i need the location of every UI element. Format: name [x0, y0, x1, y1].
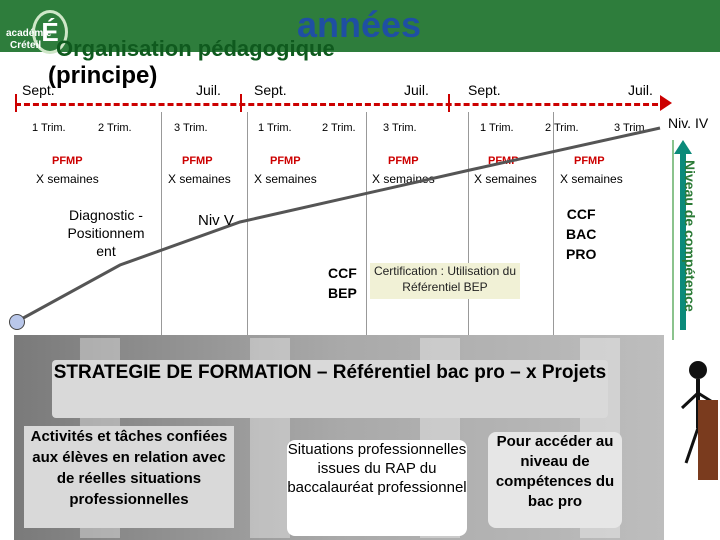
- trimester-label: 3 Trim.: [174, 122, 208, 134]
- niveau-v-label: Niv V: [198, 212, 234, 229]
- divider-line: [366, 112, 367, 342]
- divider-line: [247, 112, 248, 342]
- ccf-bep-line: BEP: [328, 285, 357, 301]
- header-banner: [0, 0, 720, 52]
- title-principe: (principe): [48, 62, 158, 89]
- timeline-arrowhead: [660, 95, 672, 111]
- pfmp-label: PFMP: [574, 155, 605, 167]
- trimester-label: 2 Trim.: [322, 122, 356, 134]
- weeks-label: X semaines: [36, 172, 99, 186]
- month-sept-2: Sept.: [254, 82, 287, 98]
- ccf-bac-line: PRO: [566, 246, 597, 262]
- month-juil-3: Juil.: [628, 82, 653, 98]
- title-main: années: [297, 4, 422, 45]
- timeline-tick: [448, 94, 450, 112]
- start-point: [9, 314, 25, 330]
- timeline-dashed-line: [15, 103, 667, 106]
- ccf-bep-line: CCF: [328, 265, 357, 281]
- niveau-iv-label: Niv. IV: [668, 115, 709, 131]
- ccf-bac-line: CCF: [566, 206, 596, 222]
- strategy-title: STRATEGIE DE FORMATION – Référentiel bac…: [52, 360, 608, 418]
- situations-box: Situations professionnelles issues du RA…: [287, 440, 467, 536]
- trimester-label: 2 Trim.: [98, 122, 132, 134]
- timeline-tick: [240, 94, 242, 112]
- ccf-bac-pro-label: CCF BAC PRO: [566, 204, 596, 264]
- timeline-tick: [15, 94, 17, 112]
- competence-arrow: [680, 150, 686, 330]
- logo-line1: académie: [6, 28, 52, 39]
- divider-line: [468, 112, 469, 342]
- academie-logo: É académie Créteil: [6, 4, 70, 54]
- trimester-label: 1 Trim.: [480, 122, 514, 134]
- diagnostic-positionnement: Diagnostic - Positionnem ent: [67, 207, 145, 259]
- pfmp-label: PFMP: [388, 155, 419, 167]
- certification-note: Certification : Utilisation du Référenti…: [370, 263, 520, 299]
- trimester-label: 1 Trim.: [258, 122, 292, 134]
- divider-line: [161, 112, 162, 342]
- trimester-label: 3 Trim.: [383, 122, 417, 134]
- trimester-label: 1 Trim.: [32, 122, 66, 134]
- month-sept-1: Sept.: [22, 82, 55, 98]
- ccf-bep-label: CCF BEP: [328, 263, 357, 303]
- activities-box: Activités et tâches confiées aux élèves …: [24, 426, 234, 528]
- pfmp-label: PFMP: [182, 155, 213, 167]
- month-juil-1: Juil.: [196, 82, 221, 98]
- objective-box: Pour accéder au niveau de compétences du…: [488, 432, 622, 528]
- weeks-label: X semaines: [560, 172, 623, 186]
- competence-arrowhead: [674, 140, 692, 154]
- weeks-label: X semaines: [254, 172, 317, 186]
- pfmp-label: PFMP: [270, 155, 301, 167]
- divider-line: [553, 112, 554, 342]
- trimester-label: 3 Trim.: [614, 122, 648, 134]
- logo-line2: Créteil: [10, 40, 42, 51]
- month-sept-3: Sept.: [468, 82, 501, 98]
- logo-mark: É: [32, 10, 68, 54]
- niveau-competence-label: Niveau de compétence: [682, 160, 698, 312]
- weeks-label: X semaines: [168, 172, 231, 186]
- ccf-bac-line: BAC: [566, 226, 597, 242]
- pfmp-label: PFMP: [52, 155, 83, 167]
- lectern-icon: [698, 400, 718, 480]
- title-organisation: Organisation pédagogique: [56, 36, 335, 61]
- month-juil-2: Juil.: [404, 82, 429, 98]
- weeks-label: X semaines: [474, 172, 537, 186]
